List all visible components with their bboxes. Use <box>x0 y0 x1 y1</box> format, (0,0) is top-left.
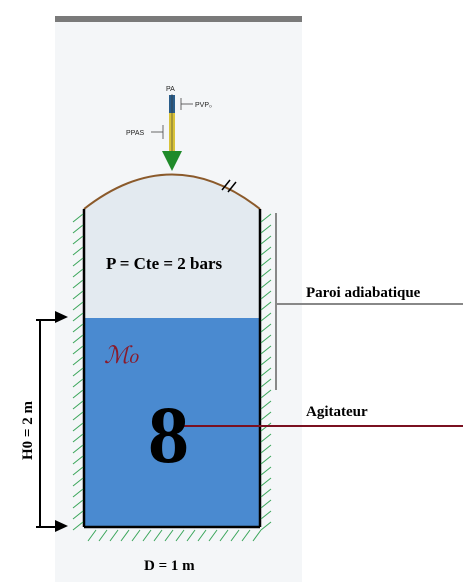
hatch-mark <box>260 510 272 520</box>
hatch-mark <box>72 378 84 388</box>
hatch-mark <box>153 529 163 542</box>
hatch-mark <box>208 529 218 542</box>
header-bar <box>55 16 302 22</box>
hatch-mark <box>72 521 84 531</box>
hatch-mark <box>72 213 84 223</box>
hatch-mark <box>142 529 152 542</box>
wall-label: Paroi adiabatique <box>306 285 421 301</box>
hatch-mark <box>72 499 84 509</box>
hatch-mark <box>260 521 272 531</box>
hatch-mark <box>186 529 196 542</box>
right-wall-hatching <box>260 213 272 531</box>
hatch-mark <box>260 477 272 487</box>
hatch-mark <box>72 433 84 443</box>
hatch-mark <box>72 246 84 256</box>
hatch-mark <box>72 455 84 465</box>
diameter-label: D = 1 m <box>144 558 195 574</box>
hatch-mark <box>72 488 84 498</box>
valve-pvp-bracket <box>180 98 193 110</box>
hatch-mark <box>72 268 84 278</box>
hatch-mark <box>164 529 174 542</box>
hatch-mark <box>72 477 84 487</box>
hatch-mark <box>72 334 84 344</box>
hatch-mark <box>175 529 185 542</box>
hatch-mark <box>260 378 272 388</box>
hatch-mark <box>72 257 84 267</box>
pressure-label: P = Cte = 2 bars <box>106 254 223 273</box>
hatch-mark <box>260 455 272 465</box>
valve-pvp-label: PVP₀ <box>195 102 212 109</box>
hatch-mark <box>260 257 272 267</box>
hatch-mark <box>120 529 130 542</box>
water-region <box>84 318 260 527</box>
hatch-mark <box>72 224 84 234</box>
gas-region <box>84 174 260 318</box>
hatch-mark <box>98 529 108 542</box>
hatch-mark <box>260 312 272 322</box>
hatch-mark <box>72 400 84 410</box>
hatch-mark <box>87 529 97 542</box>
hatch-mark <box>72 345 84 355</box>
bottom-hatching <box>87 529 262 542</box>
hatch-mark <box>109 529 119 542</box>
hatch-mark <box>260 235 272 245</box>
height-bottom-arrow <box>55 520 68 532</box>
hatch-mark <box>260 400 272 410</box>
hatch-mark <box>260 334 272 344</box>
hatch-mark <box>260 323 272 333</box>
hatch-mark <box>72 510 84 520</box>
hatch-mark <box>72 323 84 333</box>
hatch-mark <box>72 389 84 399</box>
hatch-mark <box>260 290 272 300</box>
hatch-mark <box>260 246 272 256</box>
left-wall-hatching <box>72 213 84 531</box>
hatch-mark <box>260 411 272 421</box>
hatch-mark <box>260 345 272 355</box>
hatch-mark <box>260 466 272 476</box>
hatch-mark <box>260 279 272 289</box>
hatch-mark <box>72 411 84 421</box>
stirrer-symbol: 8 <box>148 389 189 480</box>
mass-symbol: ℳ₀ <box>104 341 140 369</box>
hatch-mark <box>72 312 84 322</box>
hatch-mark <box>260 301 272 311</box>
hatch-mark <box>260 389 272 399</box>
height-label: H0 = 2 m <box>20 401 36 460</box>
hatch-mark <box>72 301 84 311</box>
hatch-mark <box>131 529 141 542</box>
hatch-mark <box>260 433 272 443</box>
hatch-mark <box>260 268 272 278</box>
hatch-mark <box>260 444 272 454</box>
height-top-arrow <box>55 311 68 323</box>
hatch-mark <box>72 422 84 432</box>
dome-break-mark <box>221 179 237 193</box>
hatch-mark <box>72 466 84 476</box>
hatch-mark <box>241 529 251 542</box>
inlet-arrow <box>162 151 182 171</box>
valve-pa-label: PA <box>166 86 175 93</box>
hatch-mark <box>260 488 272 498</box>
hatch-mark <box>230 529 240 542</box>
stirrer-label: Agitateur <box>306 404 368 420</box>
hatch-mark <box>72 367 84 377</box>
hatch-mark <box>252 529 262 542</box>
dome-outline <box>83 173 261 210</box>
hatch-mark <box>197 529 207 542</box>
hatch-mark <box>72 235 84 245</box>
hatch-mark <box>72 290 84 300</box>
hatch-mark <box>219 529 229 542</box>
hatch-mark <box>260 224 272 234</box>
valve-ppas-label: PPAS <box>126 130 144 137</box>
hatch-mark <box>260 213 272 223</box>
hatch-mark <box>72 356 84 366</box>
hatch-mark <box>72 444 84 454</box>
valve-ppas-bracket <box>151 125 164 139</box>
hatch-mark <box>260 367 272 377</box>
hatch-mark <box>72 279 84 289</box>
hatch-mark <box>260 356 272 366</box>
hatch-mark <box>260 499 272 509</box>
